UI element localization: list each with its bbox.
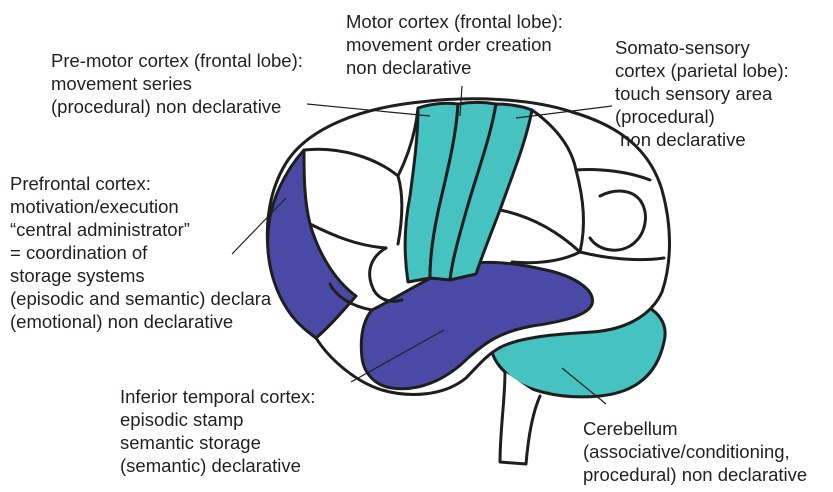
label-line: (episodic and semantic) declara [10,287,271,310]
label-line: Motor cortex (frontal lobe): [346,10,563,33]
label-line: (semantic) declarative [120,454,315,477]
label-line: (associative/conditioning, [583,440,807,463]
somatosensory-cortex-label: Somato-sensory cortex (parietal lobe): t… [615,36,789,151]
label-line: motivation/execution [10,195,271,218]
inferior-temporal-cortex-label: Inferior temporal cortex: episodic stamp… [120,385,315,477]
label-line: procedural) non declarative [583,463,807,486]
label-line: touch sensory area [615,82,789,105]
label-line: “central administrator” [10,218,271,241]
label-line: (procedural) non declarative [51,95,303,118]
label-line: movement series [51,72,303,95]
prefrontal-cortex-label: Prefrontal cortex: motivation/execution … [10,172,271,333]
label-line: Pre-motor cortex (frontal lobe): [51,49,303,72]
label-line: non declarative [346,56,563,79]
label-line: Inferior temporal cortex: [120,385,315,408]
label-line: Cerebellum [583,417,807,440]
motor-cortex-label: Motor cortex (frontal lobe): movement or… [346,10,563,79]
premotor-cortex-label: Pre-motor cortex (frontal lobe): movemen… [51,49,303,118]
label-line: = coordination of [10,241,271,264]
label-line: Prefrontal cortex: [10,172,271,195]
label-line: (procedural) [615,105,789,128]
label-line: (emotional) non declarative [10,310,271,333]
label-line: episodic stamp [120,408,315,431]
label-line: cortex (parietal lobe): [615,59,789,82]
label-line: movement order creation [346,33,563,56]
label-line: semantic storage [120,431,315,454]
label-line: storage systems [10,264,271,287]
label-line: Somato-sensory [615,36,789,59]
cerebellum-label: Cerebellum (associative/conditioning, pr… [583,417,807,486]
label-line: non declarative [615,128,789,151]
